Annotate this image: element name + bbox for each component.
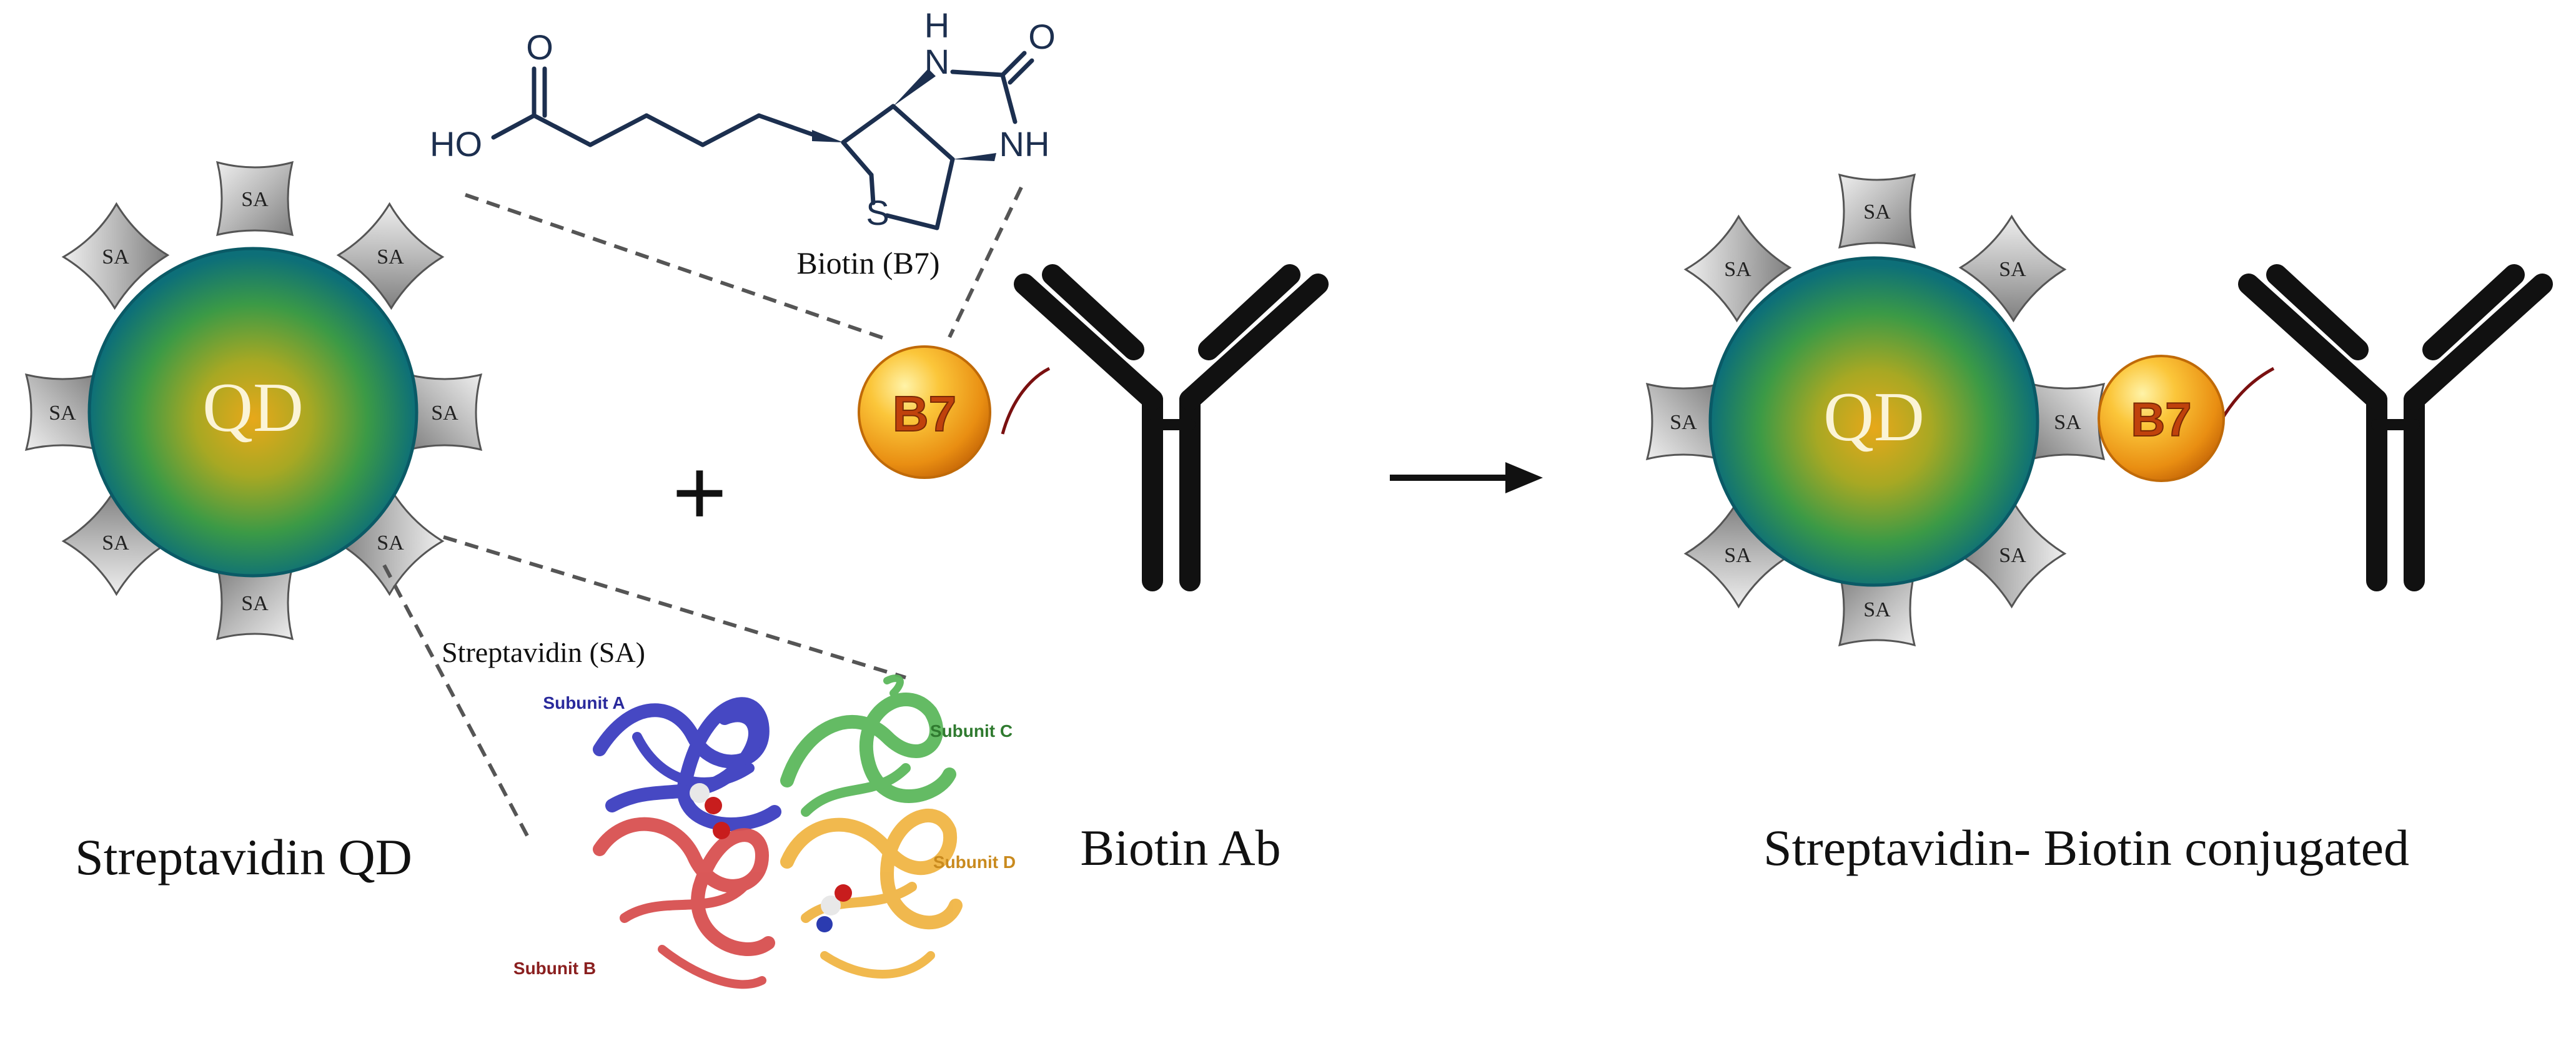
subunit-a-ribbon (593, 697, 781, 831)
bond (491, 113, 537, 140)
qd-label-left: QD (202, 369, 304, 447)
caption-streptavidin-qd: Streptavidin QD (75, 829, 412, 886)
subunit-d-ribbon (780, 808, 963, 979)
reaction-arrow (1390, 462, 1543, 493)
subunit-a-label: Subunit A (543, 693, 625, 713)
streptavidin-qd: SA SA SA SA SA SA (25, 161, 482, 640)
subunit-c-label: Subunit C (930, 721, 1013, 741)
caption-biotin: Biotin (B7) (796, 245, 939, 280)
antibody-right (2238, 264, 2553, 591)
bond (644, 113, 705, 147)
bond (1000, 72, 1018, 124)
subunit-b-ribbon (593, 817, 775, 989)
subunit-labels: Subunit A Subunit B Subunit C Subunit D (513, 693, 1016, 978)
caption-conjugated: Streptavidin- Biotin conjugated (1763, 819, 2409, 876)
atom-o-urea: O (1028, 17, 1056, 56)
atom-n-top: N (924, 42, 949, 81)
biotin-antibody: B7 (858, 264, 1329, 591)
dashed-line-sa-right (443, 535, 906, 679)
bond (532, 113, 593, 147)
atom-o-acid: O (526, 27, 553, 67)
sa-label: SA (241, 592, 269, 615)
sa-label: SA (1999, 258, 2026, 281)
dashed-line-biotin-right (948, 186, 1023, 338)
sa-label: SA (241, 188, 269, 211)
biotin-linker-left (1001, 367, 1051, 435)
atom-s: S (866, 193, 889, 232)
caption-biotin-ab: Biotin Ab (1080, 819, 1281, 876)
sa-label: SA (49, 402, 76, 425)
dashed-connectors (382, 186, 1023, 838)
qd-core-right (1708, 256, 2039, 587)
bond (700, 113, 761, 147)
subunit-c-ribbon (780, 674, 956, 817)
qd-label-right: QD (1823, 378, 1925, 456)
atom-ho: HO (430, 124, 482, 164)
sa-label: SA (377, 531, 404, 555)
streptavidin-ribbon (593, 674, 963, 989)
caption-streptavidin: Streptavidin (SA) (442, 636, 645, 668)
conjugated-antibody: B7 (2098, 264, 2553, 591)
bond (891, 104, 955, 162)
sa-label: SA (1863, 200, 1891, 224)
wedge-bond (953, 153, 996, 161)
sa-label: SA (1724, 258, 1751, 281)
b7-sphere-right (2098, 355, 2225, 482)
atom-nh-right: NH (999, 124, 1050, 164)
bond (756, 113, 815, 137)
bond (869, 172, 876, 205)
bond (950, 69, 1005, 77)
sa-label: SA (1863, 598, 1891, 621)
atom-h-top: H (924, 6, 949, 45)
biotin-linker-right (2217, 367, 2275, 426)
biotin-atom-labels: HO O S H N O NH (430, 6, 1056, 232)
bond (1008, 58, 1034, 85)
bond (841, 104, 896, 145)
subunit-d-label: Subunit D (933, 852, 1016, 872)
sa-tiles-left: SA SA SA SA SA SA (25, 161, 482, 640)
sa-label: SA (1670, 411, 1697, 434)
subunit-b-label: Subunit B (513, 959, 596, 978)
sa-label: SA (2054, 411, 2081, 434)
b7-label-left: B7 (893, 386, 956, 442)
bond (884, 213, 939, 230)
b7-label-right: B7 (2131, 393, 2191, 447)
sa-label: SA (102, 245, 129, 269)
biotin-structure (491, 51, 1034, 230)
bond (588, 113, 649, 147)
ligand-spheres (690, 783, 852, 932)
b7-sphere-left (858, 345, 991, 479)
sa-label: SA (1724, 544, 1751, 567)
dashed-line-biotin-left (465, 193, 891, 342)
sa-label: SA (102, 531, 129, 555)
wedge-bond (893, 69, 936, 106)
bond (1000, 51, 1027, 77)
conjugate-qd: SA SA SA SA SA SA (1646, 174, 2105, 646)
sa-label: SA (431, 402, 458, 425)
antibody-left (1014, 264, 1329, 591)
sa-label: SA (1999, 544, 2026, 567)
wedge-bond (812, 130, 843, 142)
qd-core-left (87, 247, 419, 578)
sa-tiles-right: SA SA SA SA SA SA (1646, 174, 2105, 646)
plus-sign: + (672, 440, 727, 545)
bond (934, 157, 955, 230)
bond (841, 140, 874, 177)
sa-label: SA (377, 245, 404, 269)
dashed-line-sa-left (382, 564, 530, 838)
